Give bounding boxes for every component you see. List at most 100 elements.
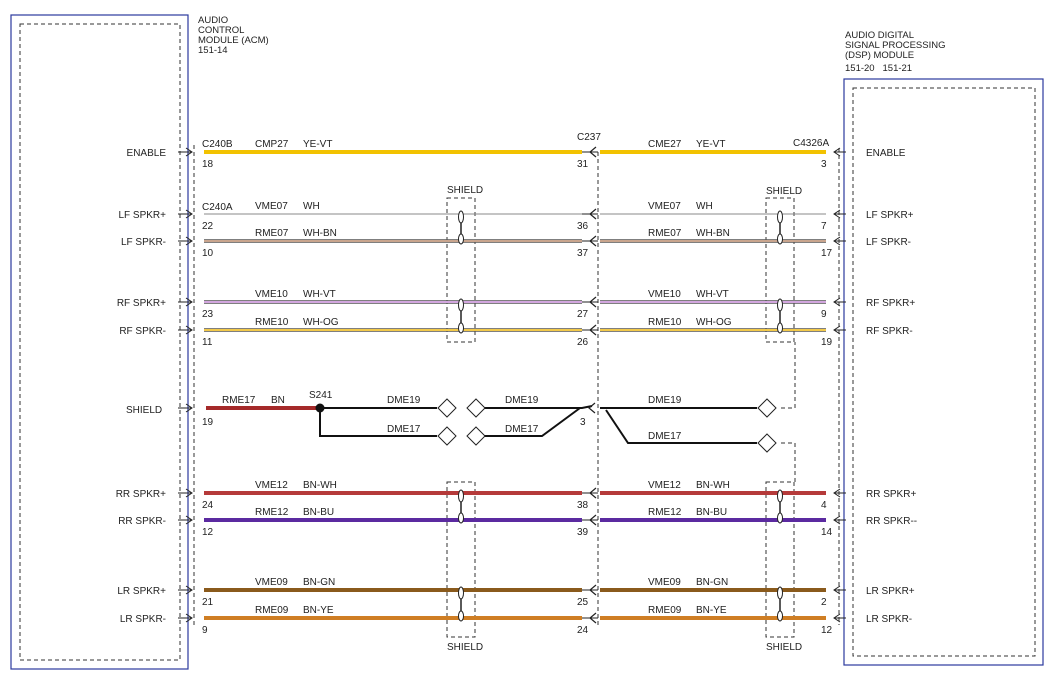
left-label-lr-minus: LR SPKR- (120, 614, 166, 625)
c237-pin-rf-minus: 26 (577, 337, 589, 348)
shield-box-rear-right (765, 481, 795, 638)
shield-drain-upper-right (781, 342, 796, 409)
shield-diamond-lower-right (757, 433, 777, 453)
shield-label-rear-right: SHIELD (766, 642, 802, 653)
left-color-lf-minus: WH-BN (303, 228, 337, 239)
right-label-rr-minus: RR SPKR-- (866, 516, 917, 527)
acm-arrow-rr-minus (178, 515, 193, 525)
acm-arrow-lf-minus (178, 236, 193, 246)
right-label-lf-minus: LF SPKR- (866, 237, 911, 248)
right-circuit-enable: CME27 (648, 139, 682, 150)
dme17-label-left: DME17 (387, 424, 421, 435)
acm-pin-lr-plus: 21 (202, 597, 214, 608)
right-circuit-rf-minus: RME10 (648, 317, 682, 328)
c237-pin-rr-plus: 38 (577, 500, 589, 511)
acm-title-line-3: MODULE (ACM) (198, 35, 269, 46)
twist-bottom-1-1 (777, 322, 783, 334)
right-label-enable: ENABLE (866, 148, 906, 159)
dsp-arrow-rr-plus (833, 488, 846, 498)
left-circuit-rr-plus: VME12 (255, 480, 288, 491)
twist-bottom-3-1 (777, 610, 783, 622)
left-circuit-rf-plus: VME10 (255, 289, 288, 300)
shield-left-label: SHIELD (126, 405, 162, 416)
acm-pin-lr-minus: 9 (202, 625, 208, 636)
dsp-pin-lf-minus: 17 (821, 248, 833, 259)
twist-top-2-1 (777, 489, 783, 503)
dsp-pin-rr-minus: 14 (821, 527, 833, 538)
right-label-lr-plus: LR SPKR+ (866, 586, 915, 597)
c237-shield-arrow (588, 402, 596, 414)
dsp-pin-lr-plus: 2 (821, 597, 827, 608)
right-color-lr-minus: BN-YE (696, 605, 727, 616)
left-circuit-enable: CMP27 (255, 139, 289, 150)
dme19-upper-wire (320, 405, 593, 409)
left-label-enable: ENABLE (127, 148, 167, 159)
right-color-rr-plus: BN-WH (696, 480, 730, 491)
shield-boxes: SHIELD SHIELD SHIELD SHIELD (446, 185, 802, 653)
c237-shield-pin: 3 (580, 417, 586, 428)
left-color-enable: YE-VT (303, 139, 332, 150)
acm-title-line-2: CONTROL (198, 25, 244, 36)
dsp-title-line-2: SIGNAL PROCESSING (845, 40, 945, 51)
right-circuit-lr-plus: VME09 (648, 577, 681, 588)
acm-arrow-lf-plus (178, 209, 193, 219)
dme19-label-left: DME19 (387, 395, 421, 406)
left-circuit-lr-plus: VME09 (255, 577, 288, 588)
acm-arrow-lr-plus (178, 585, 193, 595)
acm-title-line-1: AUDIO (198, 15, 228, 26)
right-color-rf-plus: WH-VT (696, 289, 729, 300)
acm-connector-enable-id: C240B (202, 139, 233, 150)
c237-pin-lf-plus: 36 (577, 221, 589, 232)
right-circuit-rr-plus: VME12 (648, 480, 681, 491)
left-label-rr-plus: RR SPKR+ (116, 489, 166, 500)
acm-module: AUDIO CONTROL MODULE (ACM) 151-14 (10, 14, 269, 670)
c237-pin-enable: 31 (577, 159, 589, 170)
dsp-pin-enable: 3 (821, 159, 827, 170)
acm-pin-lf-minus: 10 (202, 248, 214, 259)
twist-top-3-0 (458, 586, 464, 600)
twist-bottom-2-1 (777, 512, 783, 524)
right-circuit-lf-minus: RME07 (648, 228, 682, 239)
twist-top-2-0 (458, 489, 464, 503)
left-label-rf-minus: RF SPKR- (119, 326, 166, 337)
dme17-lower-wire (319, 407, 581, 437)
acm-pin-lf-plus: 22 (202, 221, 214, 232)
dsp-pin-lf-plus: 7 (821, 221, 827, 232)
right-color-rf-minus: WH-OG (696, 317, 732, 328)
c237-pin-rr-minus: 39 (577, 527, 589, 538)
dsp-title-line-1: AUDIO DIGITAL (845, 30, 914, 41)
shield-drain-lower-right (781, 442, 796, 482)
left-label-lf-plus: LF SPKR+ (118, 210, 166, 221)
s241-splice-label: S241 (309, 390, 333, 401)
left-color-rr-minus: BN-BU (303, 507, 334, 518)
acm-pin-rf-minus: 11 (202, 337, 213, 348)
dsp-arrow-lf-plus (833, 209, 846, 219)
acm-pin-rr-plus: 24 (202, 500, 214, 511)
twist-top-0-0 (458, 210, 464, 224)
acm-arrow-rf-plus (178, 297, 193, 307)
twist-top-3-1 (777, 586, 783, 600)
shield-diamond-lower-left (437, 426, 457, 446)
left-circuit-rr-minus: RME12 (255, 507, 289, 518)
shield-label-rear-left: SHIELD (447, 642, 483, 653)
shield-diamond-upper-mid (466, 398, 486, 418)
left-circuit-lf-minus: RME07 (255, 228, 289, 239)
dsp-arrow-lr-plus (833, 585, 846, 595)
left-label-lf-minus: LF SPKR- (121, 237, 166, 248)
acm-module-frame (10, 14, 189, 670)
twist-top-0-1 (777, 210, 783, 224)
left-circuit-lr-minus: RME09 (255, 605, 289, 616)
twist-bottom-0-1 (777, 233, 783, 245)
shield-circuit: SHIELD 19 RME17 BN S241 DME19 DME17 DME1… (126, 390, 777, 453)
acm-arrow-rf-minus (178, 325, 193, 335)
acm-pin-enable: 18 (202, 159, 214, 170)
acm-arrow-rr-plus (178, 488, 193, 498)
left-label-rr-minus: RR SPKR- (118, 516, 166, 527)
dsp-title-line-3: (DSP) MODULE (845, 50, 914, 61)
right-color-lf-minus: WH-BN (696, 228, 730, 239)
right-circuit-lr-minus: RME09 (648, 605, 682, 616)
c237-pin-lr-minus: 24 (577, 625, 589, 636)
dsp-module-inner-frame (852, 87, 1036, 657)
